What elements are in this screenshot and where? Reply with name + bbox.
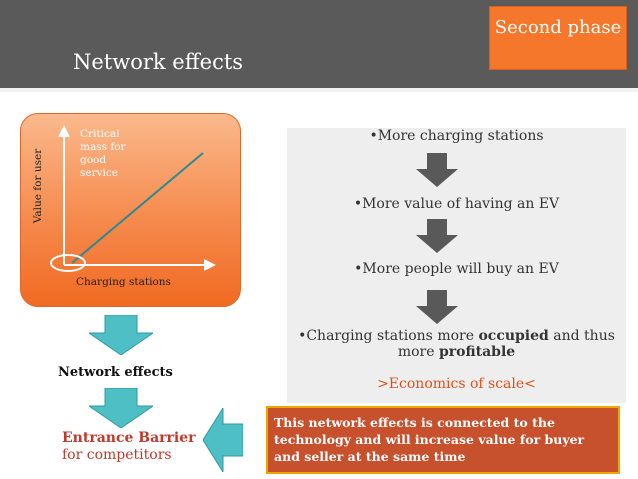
teal-down-arrow-1-icon <box>89 315 153 355</box>
economics-of-scale: >Economics of scale< <box>377 376 536 392</box>
x-axis-label: Charging stations <box>76 276 171 288</box>
chain-item-charging-stations: •More charging stations <box>369 128 544 144</box>
teal-down-arrow-2-icon <box>89 388 153 428</box>
chain-item-profitable-prefix: •Charging stations more <box>298 328 479 344</box>
network-effects-label: Network effects <box>58 365 173 380</box>
entrance-barrier-sub: for competitors <box>62 447 172 463</box>
chain-panel <box>287 128 626 403</box>
y-axis-label: Value for user <box>32 148 44 224</box>
chain-item-profitable-bold: profitable <box>438 344 516 360</box>
chain-item-value-ev: •More value of having an EV <box>353 196 560 212</box>
down-arrow-2-icon <box>416 219 458 253</box>
critical-mass-label: Critical mass for good service <box>80 128 126 179</box>
entrance-barrier: Entrance Barrier for competitors <box>62 430 196 464</box>
chain-item-occupied: occupied <box>478 328 549 344</box>
phase-badge: Second phase <box>489 6 627 70</box>
graph-axes <box>50 125 216 272</box>
value-line <box>71 152 204 264</box>
down-arrow-1-icon <box>416 153 458 187</box>
y-axis-arrowhead <box>58 125 70 137</box>
graph-panel <box>20 113 241 307</box>
chain-item-buy-ev: •More people will buy an EV <box>354 261 559 277</box>
note-box: This network effects is connected to the… <box>266 406 620 474</box>
header-divider <box>0 88 638 92</box>
critical-mass-marker <box>50 254 86 272</box>
chain-item-profitable-middle: and thus more <box>397 328 615 360</box>
teal-left-arrow-icon <box>203 408 243 472</box>
chain-item-profitable: •Charging stations more occupied and thu… <box>287 328 626 360</box>
x-axis-arrowhead <box>204 259 216 271</box>
entrance-barrier-title: Entrance Barrier <box>62 430 196 446</box>
down-arrow-3-icon <box>416 290 458 324</box>
slide-title: Network effects <box>73 50 244 74</box>
